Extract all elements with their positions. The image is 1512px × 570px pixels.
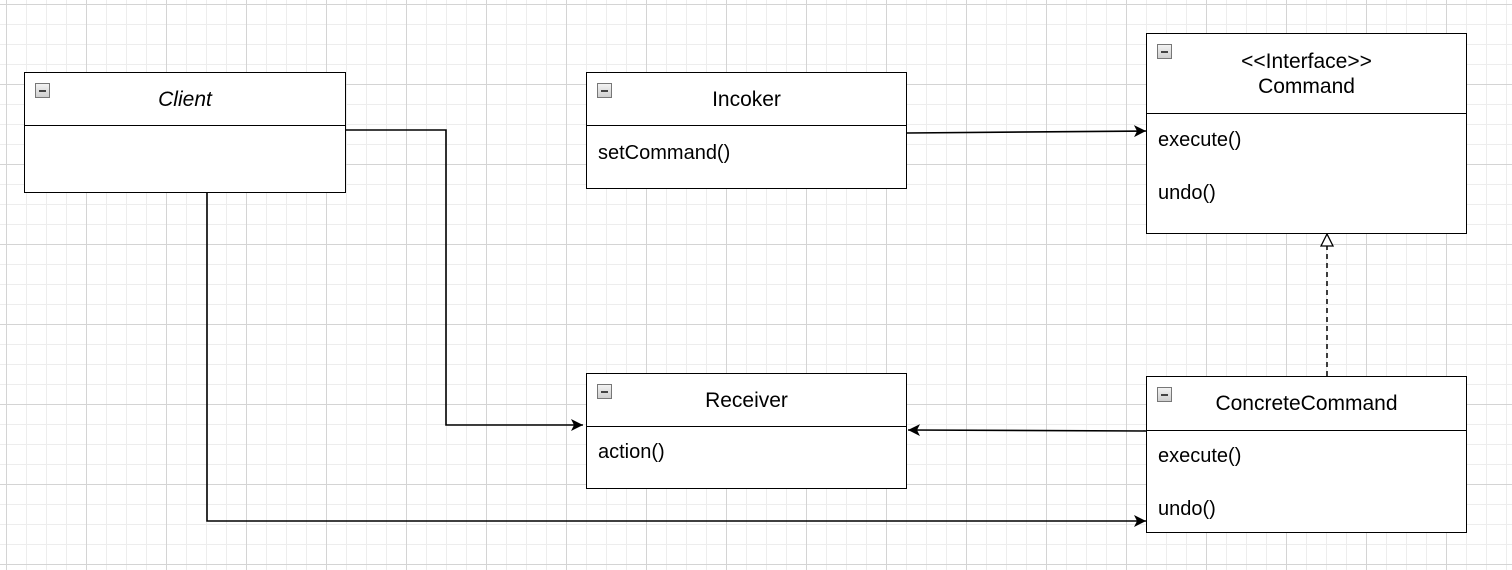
collapse-icon[interactable]	[35, 83, 50, 98]
collapse-icon[interactable]	[1157, 387, 1172, 402]
class-client[interactable]: Client	[24, 72, 346, 193]
class-invoker-body: setCommand()	[587, 126, 906, 188]
collapse-icon[interactable]	[597, 83, 612, 98]
class-concrete-command-body: execute() undo()	[1147, 431, 1466, 531]
method-execute[interactable]: execute()	[1158, 445, 1242, 467]
class-command-name: Command	[1258, 74, 1355, 98]
class-receiver[interactable]: Receiver action()	[586, 373, 907, 489]
class-client-body	[25, 126, 345, 192]
edge-invoker-to-command[interactable]	[906, 125, 1147, 138]
class-concrete-command[interactable]: ConcreteCommand execute() undo()	[1146, 376, 1467, 533]
class-receiver-body: action()	[587, 427, 906, 488]
class-invoker-header[interactable]: Incoker	[587, 73, 906, 126]
class-client-name: Client	[158, 87, 212, 111]
class-client-header[interactable]: Client	[25, 73, 345, 126]
method-execute[interactable]: execute()	[1158, 129, 1242, 151]
collapse-icon[interactable]	[597, 384, 612, 399]
class-concrete-command-header[interactable]: ConcreteCommand	[1147, 377, 1466, 431]
class-receiver-name: Receiver	[705, 388, 788, 412]
collapse-icon[interactable]	[1157, 44, 1172, 59]
edge-client-to-receiver[interactable]	[346, 129, 583, 431]
class-invoker-name: Incoker	[712, 87, 781, 111]
method-undo[interactable]: undo()	[1158, 498, 1216, 520]
edge-concrete-command-to-receiver[interactable]	[907, 424, 1147, 437]
method-setcommand[interactable]: setCommand()	[598, 142, 731, 164]
class-receiver-header[interactable]: Receiver	[587, 374, 906, 427]
class-concrete-command-name: ConcreteCommand	[1215, 392, 1398, 415]
class-command-stereotype: <<Interface>>	[1241, 49, 1372, 73]
class-invoker[interactable]: Incoker setCommand()	[586, 72, 907, 189]
method-action[interactable]: action()	[598, 441, 665, 463]
method-undo[interactable]: undo()	[1158, 182, 1216, 204]
class-command-header[interactable]: <<Interface>> Command	[1147, 34, 1466, 114]
class-command[interactable]: <<Interface>> Command execute() undo()	[1146, 33, 1467, 234]
class-command-body: execute() undo()	[1147, 114, 1466, 232]
